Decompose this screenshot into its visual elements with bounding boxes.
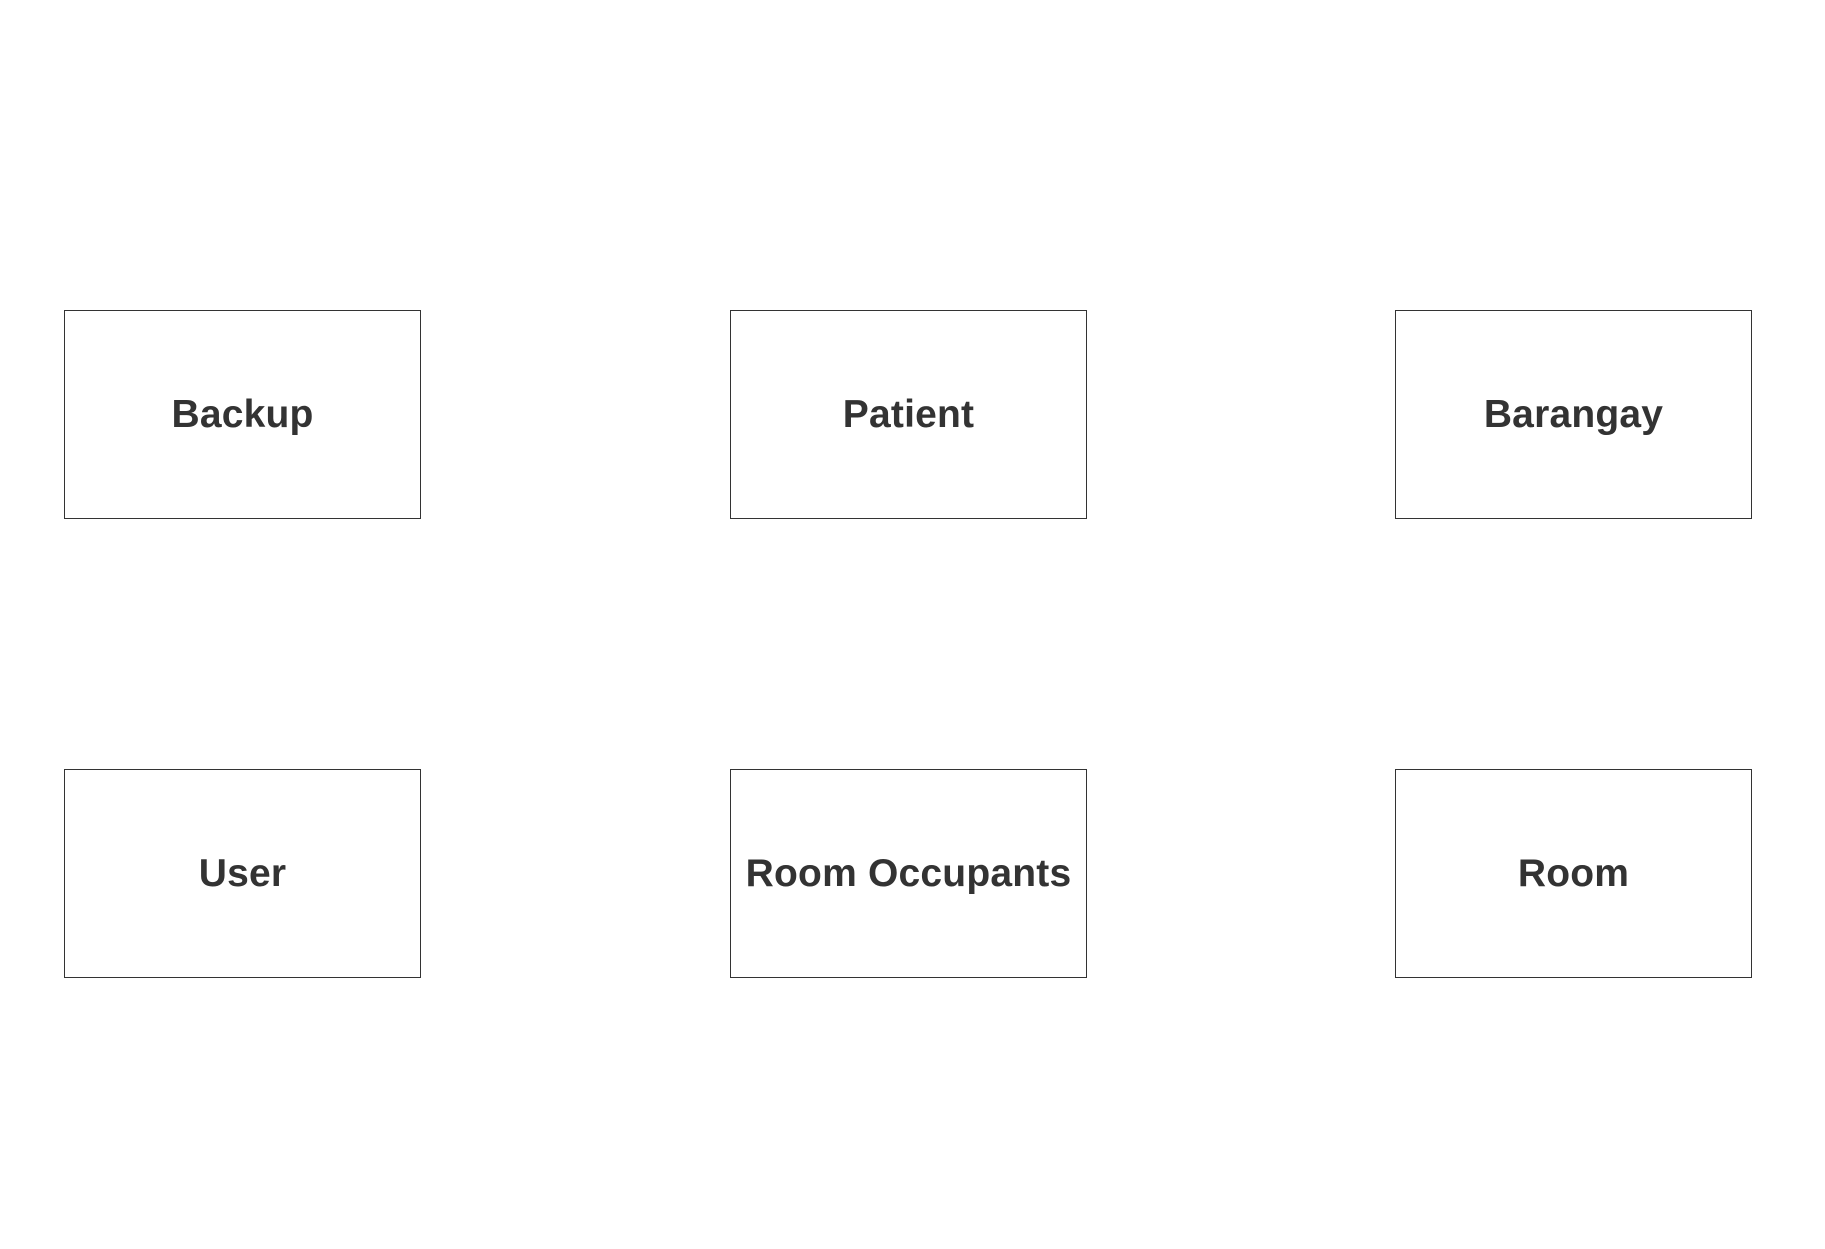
entity-backup[interactable]: Backup — [64, 310, 421, 519]
entity-room[interactable]: Room — [1395, 769, 1752, 978]
entity-label: User — [198, 851, 287, 895]
entity-user[interactable]: User — [64, 769, 421, 978]
entity-barangay[interactable]: Barangay — [1395, 310, 1752, 519]
entity-label: Backup — [171, 392, 314, 436]
entity-label: Barangay — [1483, 392, 1664, 436]
entity-patient[interactable]: Patient — [730, 310, 1087, 519]
entity-room-occupants[interactable]: Room Occupants — [730, 769, 1087, 978]
entity-label: Patient — [842, 392, 975, 436]
entity-label: Room — [1517, 851, 1630, 895]
entity-label: Room Occupants — [745, 851, 1072, 895]
